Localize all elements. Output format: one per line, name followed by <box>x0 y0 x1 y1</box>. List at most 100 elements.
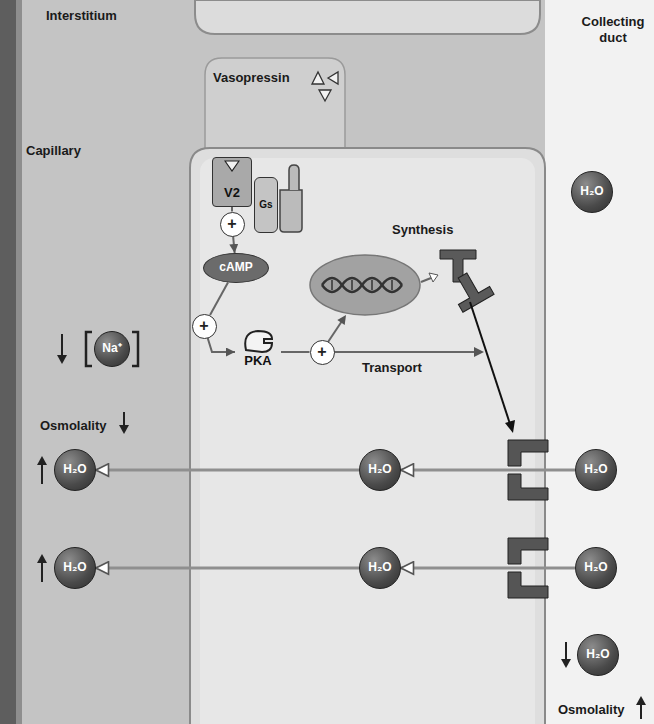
aquaporin-channel <box>508 440 548 466</box>
water-molecule: H₂O <box>359 547 401 589</box>
synthesis-arrowhead <box>429 273 438 282</box>
node-text: V2 <box>224 186 240 201</box>
nucleus <box>310 255 420 315</box>
decrease-arrowhead <box>561 659 571 668</box>
kinase-outline <box>245 331 272 352</box>
aquaporin-channel <box>508 538 548 564</box>
membrane-bulge <box>205 58 345 150</box>
g-protein-box: Gs <box>254 177 278 233</box>
water-molecule: H₂O <box>54 547 96 589</box>
decrease-arrowhead <box>119 425 129 434</box>
node-text: H₂O <box>584 561 607 575</box>
decrease-arrow <box>123 412 125 426</box>
water-molecule: H₂O <box>577 634 619 676</box>
signal-connector <box>231 207 233 212</box>
process-label: Synthesis <box>392 222 453 238</box>
kinase-icon: PKA <box>235 326 281 378</box>
hormone-label: Vasopressin <box>213 70 290 86</box>
connector-group <box>96 207 575 568</box>
signal-arrowhead <box>337 315 346 325</box>
g-protein-subunit <box>289 165 299 190</box>
osmolality-label: Osmolality <box>558 702 624 718</box>
upper-cell <box>195 0 540 34</box>
water-molecule: H₂O <box>359 449 401 491</box>
insertion-line <box>470 302 510 424</box>
signal-connector <box>281 351 310 353</box>
cytoplasm <box>200 158 535 724</box>
water-flow-arrow <box>96 567 359 570</box>
dna-strand <box>322 278 402 292</box>
dna-rung <box>371 280 373 290</box>
aquaporin-channel <box>508 474 548 500</box>
transport-arrow <box>334 351 476 353</box>
duct-lumen <box>545 0 654 724</box>
dna-rung <box>331 280 333 290</box>
receptor-box: V2 <box>212 157 252 207</box>
decrease-arrow <box>565 642 567 660</box>
signal-arrow <box>328 321 342 342</box>
region-label: Capillary <box>26 143 81 159</box>
node-text: H₂O <box>63 561 86 575</box>
node-text: + <box>227 215 236 233</box>
water-flow-arrow <box>401 567 575 570</box>
kinase-shape <box>240 328 276 354</box>
increase-arrow <box>640 704 642 719</box>
node-text: H₂O <box>584 463 607 477</box>
node-text: H₂O <box>368 463 391 477</box>
increase-arrowhead <box>37 554 47 563</box>
dna-strand <box>322 278 402 292</box>
transport-arrowhead <box>474 347 484 357</box>
water-flow-arrow <box>401 469 575 472</box>
increase-arrow <box>41 562 43 582</box>
water-molecule: H₂O <box>54 449 96 491</box>
region-label: Collecting duct <box>574 14 652 45</box>
water-molecule: H₂O <box>575 449 617 491</box>
capillary-edge <box>16 0 22 724</box>
sodium-ion: Na⁺ <box>94 331 130 367</box>
decrease-arrow <box>61 334 63 356</box>
node-text: H₂O <box>63 463 86 477</box>
dna-rung <box>351 280 353 290</box>
signal-connector <box>233 236 235 253</box>
insertion-arrowhead <box>505 420 515 433</box>
node-text: + <box>317 343 326 361</box>
aquaporin-channel <box>508 572 548 598</box>
stimulation-sign: + <box>192 314 217 339</box>
signal-connector <box>210 283 228 316</box>
hormone-triangle <box>312 72 324 84</box>
hormone-triangle <box>319 90 331 101</box>
increase-arrow <box>41 464 43 484</box>
water-molecule: H₂O <box>575 547 617 589</box>
region-label: Interstitium <box>46 8 117 24</box>
concentration-bracket <box>86 332 92 366</box>
stimulation-sign: + <box>220 212 245 237</box>
signal-connector <box>208 338 235 352</box>
node-text: Na⁺ <box>102 342 121 356</box>
hormone-triangle <box>328 72 338 84</box>
node-text: PKA <box>244 354 271 369</box>
water-flow-arrow <box>96 469 359 472</box>
node-text: + <box>199 317 208 335</box>
decrease-arrowhead <box>57 355 67 364</box>
g-protein-subunit <box>280 190 302 232</box>
dna-rung <box>391 280 393 290</box>
node-text: cAMP <box>219 261 252 275</box>
ligand-triangle <box>225 161 239 171</box>
stimulation-sign: + <box>310 340 335 365</box>
osmolality-label: Osmolality <box>40 418 106 434</box>
capillary-wall <box>0 0 16 724</box>
concentration-bracket <box>132 332 138 366</box>
increase-arrowhead <box>37 456 47 465</box>
water-molecule: H₂O <box>571 171 613 213</box>
increase-arrowhead <box>636 696 646 705</box>
synthesis-arrow <box>421 278 431 282</box>
process-label: Transport <box>362 360 422 376</box>
node-text: H₂O <box>580 185 603 199</box>
new-aquaporin <box>440 250 476 282</box>
messenger-ellipse: cAMP <box>203 253 269 283</box>
node-text: H₂O <box>368 561 391 575</box>
node-text: H₂O <box>586 648 609 662</box>
node-text: Gs <box>259 199 272 211</box>
